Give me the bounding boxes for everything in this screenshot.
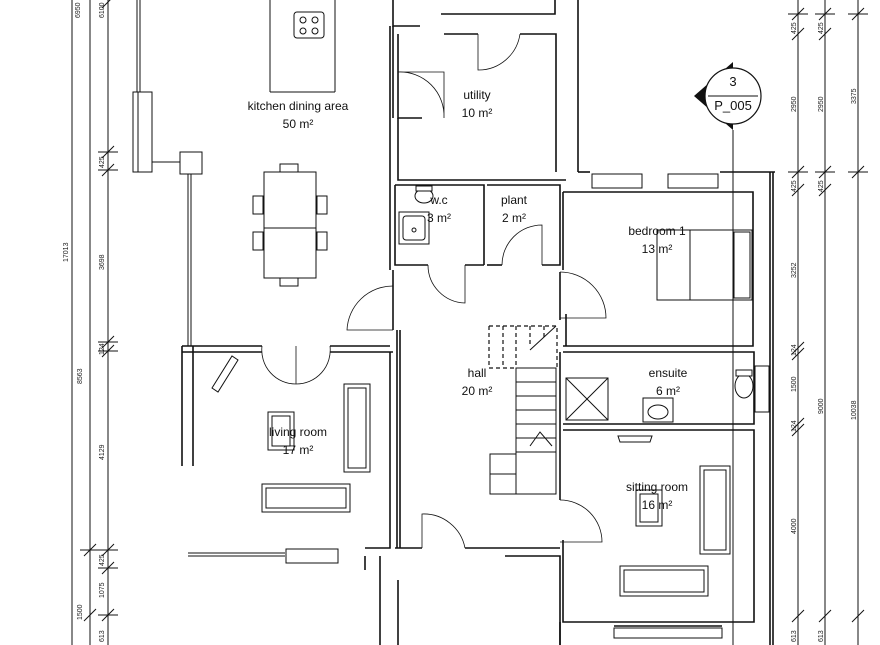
- right-dimension-labels: 425 425 2950 2950 3375 425 425 3252 124 …: [791, 22, 858, 642]
- dim-6100: 6100: [99, 2, 106, 18]
- dim-6950: 6950: [75, 2, 82, 18]
- dim-r-425-a: 425: [791, 22, 798, 34]
- ensuite-fittings: [565, 369, 754, 423]
- room-name-kitchen: kitchen dining area: [248, 99, 349, 113]
- room-area-utility: 10 m²: [462, 106, 493, 120]
- dim-r-4000: 4000: [791, 518, 798, 534]
- left-dimension-lines: [71, 0, 118, 645]
- door-utility-side: [397, 71, 445, 119]
- tv-unit: [617, 435, 653, 443]
- room-name-plant: plant: [501, 193, 528, 207]
- bed: [656, 229, 753, 301]
- dim-4129: 4129: [99, 444, 106, 460]
- piano: [211, 355, 239, 393]
- dim-r-425-d: 425: [818, 180, 825, 192]
- dim-r-613-b: 613: [818, 630, 825, 642]
- room-name-hall: hall: [468, 366, 487, 380]
- section-number: 3: [729, 74, 736, 89]
- door-sitting: [559, 499, 603, 543]
- basin-icon: [642, 397, 674, 423]
- dim-r-2950-a: 2950: [791, 96, 798, 112]
- room-area-bedroom1: 13 m²: [642, 242, 673, 256]
- room-area-plant: 2 m²: [502, 211, 526, 225]
- door-front: [421, 513, 466, 549]
- section-sheet: P_005: [714, 98, 752, 113]
- dim-3698: 3698: [99, 254, 106, 270]
- dim-r-9000: 9000: [818, 398, 825, 414]
- door-wc: [427, 264, 466, 304]
- toilet-icon: [734, 373, 754, 399]
- living-furniture: [211, 355, 371, 513]
- room-name-sitting: sitting room: [626, 480, 688, 494]
- dim-17013: 17013: [63, 242, 70, 262]
- room-name-wc: w.c: [429, 193, 447, 207]
- dim-124: 124: [99, 343, 106, 355]
- door-bedroom: [559, 271, 607, 319]
- door-plant: [501, 224, 543, 266]
- dining-table: [252, 163, 328, 287]
- dim-1075: 1075: [99, 582, 106, 598]
- left-dimension-labels: 6950 6100 425 3698 124 4129 425 1075 150…: [63, 2, 106, 642]
- room-name-bedroom1: bedroom 1: [628, 224, 686, 238]
- section-marker: 3 P_005: [694, 62, 762, 645]
- room-area-hall: 20 m²: [462, 384, 493, 398]
- dim-r-2950-b: 2950: [818, 96, 825, 112]
- room-name-utility: utility: [463, 88, 490, 102]
- dim-425-upper: 425: [99, 156, 106, 168]
- dim-r-1500: 1500: [791, 376, 798, 392]
- kitchen-island: [269, 0, 336, 93]
- room-area-sitting: 16 m²: [642, 498, 673, 512]
- dim-613: 613: [99, 630, 106, 642]
- interior-walls: [181, 0, 775, 645]
- sitting-furniture: [617, 435, 731, 597]
- wc-fittings: [398, 185, 434, 245]
- right-dimension-lines: [788, 0, 868, 645]
- door-living-double: [261, 345, 331, 385]
- dim-1500: 1500: [77, 604, 84, 620]
- room-area-living: 17 m²: [283, 443, 314, 457]
- dim-r-613-a: 613: [791, 630, 798, 642]
- dim-r-124-a: 124: [791, 344, 798, 356]
- room-area-ensuite: 6 m²: [656, 384, 680, 398]
- dim-r-425-c: 425: [791, 180, 798, 192]
- windows: [137, 92, 770, 639]
- room-area-wc: 3 m²: [427, 211, 451, 225]
- dim-r-124-b: 124: [791, 420, 798, 432]
- room-labels: kitchen dining area 50 m² utility 10 m² …: [248, 88, 688, 512]
- west-external-wall: [132, 0, 285, 557]
- staircase: [488, 325, 558, 495]
- room-name-ensuite: ensuite: [649, 366, 688, 380]
- dim-8563: 8563: [77, 368, 84, 384]
- doors: [261, 33, 607, 549]
- dim-r-3252: 3252: [791, 262, 798, 278]
- room-name-living: living room: [269, 425, 327, 439]
- door-hall-left: [346, 285, 394, 331]
- dim-425-lower: 425: [99, 554, 106, 566]
- dim-r-425-b: 425: [818, 22, 825, 34]
- dim-r-3375: 3375: [851, 88, 858, 104]
- dim-r-10038: 10038: [851, 400, 858, 420]
- hob-icon: [293, 11, 325, 39]
- door-utility-top: [477, 33, 521, 71]
- room-area-kitchen: 50 m²: [283, 117, 314, 131]
